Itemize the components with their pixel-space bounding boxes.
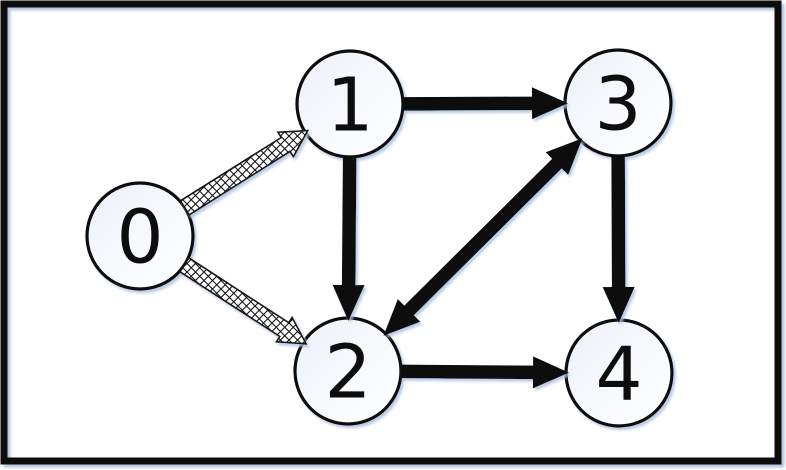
node-0-circle xyxy=(85,181,195,291)
graph-node-4: 4 xyxy=(564,318,674,428)
graph-node-2: 2 xyxy=(293,316,403,426)
node-3-label: 3 xyxy=(594,62,641,148)
graph-node-0: 0 xyxy=(85,181,195,291)
edge-0-1-hatched-arrow xyxy=(179,129,310,216)
node-4-label: 4 xyxy=(595,332,642,418)
node-1-label: 1 xyxy=(326,63,373,149)
edge-1-3-solid-arrow xyxy=(403,87,568,120)
edge-3-4-solid-arrow xyxy=(602,156,635,323)
node-2-label: 2 xyxy=(324,330,371,416)
edge-layer xyxy=(178,87,635,389)
edge-1-2-solid-arrow xyxy=(332,156,365,321)
edge-2-4-solid-arrow xyxy=(400,356,569,389)
graph-node-1: 1 xyxy=(295,49,405,159)
edge-0-2-hatched-arrow xyxy=(178,256,308,345)
graph-node-3: 3 xyxy=(563,48,673,158)
edge-2-3-bidirectional-solid-arrow xyxy=(383,138,583,336)
node-0-label: 0 xyxy=(116,195,163,281)
